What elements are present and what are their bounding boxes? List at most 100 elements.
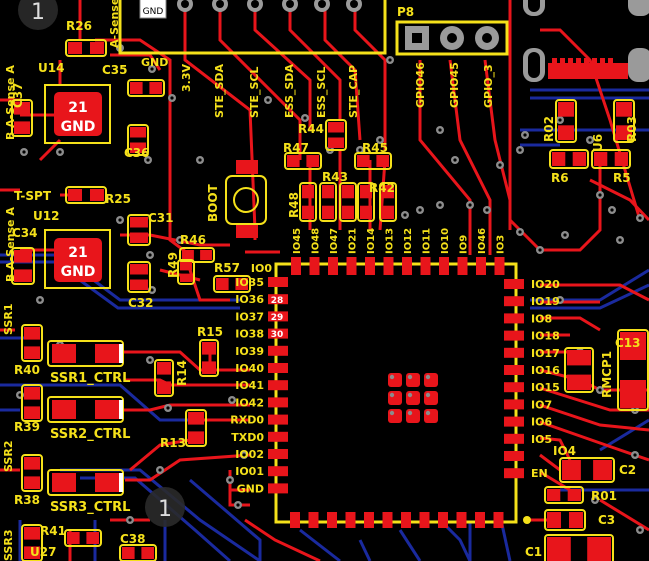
esp-top-pin-label: IO48 — [311, 228, 322, 254]
passive-outline — [65, 186, 107, 204]
usb-connector-pads — [548, 58, 628, 79]
ref-r03: R03 — [625, 116, 639, 142]
esp-left-pin-label: IO02 — [235, 448, 264, 461]
numbered-circle-marker-icon: 1 — [145, 487, 185, 527]
esp-pad-numbers: 28 29 30 — [271, 296, 284, 340]
thermal-pad-cell — [406, 373, 420, 387]
passive-pad — [620, 332, 646, 360]
ref-r14: R14 — [175, 360, 189, 386]
passive-pad — [342, 205, 354, 219]
passive-pad — [130, 264, 148, 275]
passive-pad — [382, 185, 394, 199]
thermal-pad-cell — [424, 373, 438, 387]
passive-pad — [14, 121, 30, 134]
esp-left-pad — [268, 466, 288, 477]
passive-pad — [200, 250, 212, 260]
passive-pad — [569, 512, 583, 528]
esp-left-pin-label: IO35 — [235, 276, 264, 289]
passive-outline — [127, 214, 151, 246]
esp-bottom-pad — [364, 512, 374, 528]
ref-c13: C13 — [615, 336, 641, 350]
esp-left-pin-label: IO39 — [235, 345, 264, 358]
esp-left-pad — [268, 414, 288, 425]
passive-pad — [547, 537, 571, 561]
marker-number: 1 — [158, 497, 172, 522]
ref-c1: C1 — [525, 545, 542, 559]
ref-r26: R26 — [66, 19, 92, 33]
ref-sense-a-top: B A-Sense A — [4, 65, 17, 140]
ref-ssr2: SSR2 — [2, 441, 15, 472]
ref-r15: R15 — [197, 325, 223, 339]
ref-r40: R40 — [14, 363, 40, 377]
passive-pad — [552, 152, 566, 166]
esp-top-pin-label: IO45 — [292, 228, 303, 254]
esp-right-pin-label: IO7 — [531, 398, 552, 411]
passive-pad — [68, 42, 82, 54]
passive-outline — [617, 329, 649, 411]
passive-outline — [544, 486, 584, 504]
via-hole-icon — [425, 374, 431, 380]
p8-header — [395, 20, 509, 56]
passive-pad — [14, 269, 32, 282]
esp-right-pin-label: IO5 — [531, 433, 552, 446]
passive-ref-labels: R26 C35 GND C36 C37 B A-Sense A T-SPT R2… — [2, 19, 641, 561]
p8-pin-label: GPIO_3 — [482, 64, 495, 108]
esp-right-pin-label: IO16 — [531, 364, 560, 377]
ref-r38: R38 — [14, 493, 40, 507]
ref-r41: R41 — [40, 524, 66, 538]
esp-right-pad — [504, 313, 524, 324]
label-ste-sda: STE_SDA — [213, 64, 226, 118]
label-ess-sda: ESS_SDA — [283, 64, 296, 118]
esp-top-pad — [328, 257, 338, 275]
esp-left-pad — [268, 380, 288, 391]
passive-pad — [149, 82, 162, 94]
passive-pad — [14, 250, 32, 263]
ref-io4: IO4 — [553, 444, 576, 458]
esp-left-pad — [268, 294, 288, 305]
esp-right-pads — [504, 279, 524, 479]
esp-top-pin-label: IO11 — [422, 228, 433, 254]
passive-pad — [547, 489, 561, 501]
esp-right-pad — [504, 365, 524, 375]
esp-bottom-pad — [493, 512, 504, 528]
label-ste-scl: STE_SCL — [248, 67, 261, 118]
ref-r02: R02 — [542, 116, 556, 142]
passive-pad — [202, 342, 216, 355]
numbered-circle-marker-icon: 1 — [18, 0, 58, 30]
passive-pad — [558, 102, 574, 117]
passive-pad — [90, 42, 104, 54]
ref-boot: BOOT — [206, 183, 220, 222]
passive-outline — [64, 529, 102, 547]
thermal-pad-cell — [424, 391, 438, 405]
thermal-pad-cell — [388, 391, 402, 405]
ref-r49: R49 — [166, 252, 180, 278]
ref-c37: C37 — [11, 82, 25, 108]
esp-top-pad — [291, 257, 301, 275]
ref-t-spt: T-SPT — [14, 189, 52, 203]
esp-left-pad — [268, 328, 288, 339]
esp-right-pin-label: IO20 — [531, 278, 560, 291]
passive-pad — [562, 460, 581, 480]
esp-right-pad — [504, 330, 524, 341]
via-hole-icon — [389, 410, 395, 416]
passive-pad — [322, 205, 334, 219]
esp-bottom-pad — [456, 512, 467, 528]
esp-left-pad — [268, 449, 288, 459]
esp-top-pad — [309, 257, 320, 275]
ref-r48: R48 — [287, 192, 301, 218]
esp-top-pad — [494, 257, 505, 275]
passive-outline — [177, 259, 195, 285]
passive-pad — [68, 189, 82, 201]
esp-right-pin-label: IO6 — [531, 416, 552, 429]
passive-outline — [354, 152, 392, 170]
esp-bottom-pad — [290, 512, 300, 528]
ref-r46: R46 — [180, 233, 206, 247]
via-hole-icon — [407, 392, 413, 398]
esp-left-pin-label: IO01 — [235, 465, 264, 478]
passive-pad — [157, 381, 171, 394]
passive-pad — [302, 205, 314, 219]
passive-pad — [593, 460, 612, 480]
passive-pad — [360, 185, 372, 199]
esp-right-pad — [504, 468, 524, 479]
pad-number: 29 — [271, 313, 284, 323]
